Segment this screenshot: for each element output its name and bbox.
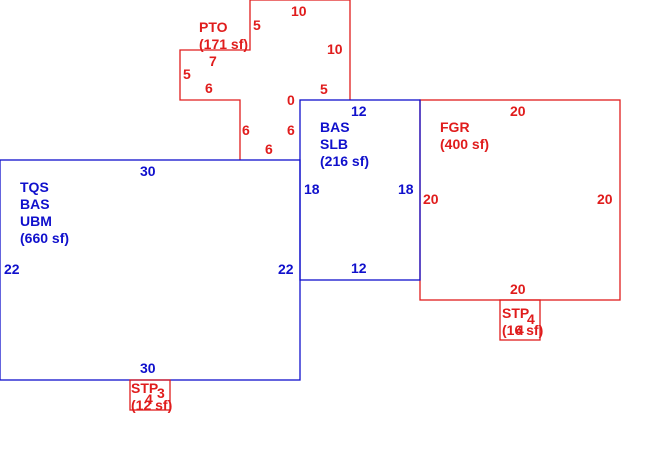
stp-bottom-label-line-1: STP	[131, 380, 158, 396]
pto-label-line-1: PTO	[199, 19, 228, 35]
stp-right-outline	[499, 299, 541, 341]
pto-dim-left-upper: 5	[253, 17, 261, 33]
fgr-dim-right: 20	[597, 191, 613, 207]
pto-dim-step-top: 7	[209, 53, 217, 69]
bas-slb-label-line-3: (216 sf)	[320, 153, 369, 169]
fgr-dim-top: 20	[510, 103, 526, 119]
bas-slb-dim-right: 18	[398, 181, 414, 197]
bas-slb-label-line-1: BAS	[320, 119, 350, 135]
stp-right-label-line-2: (16 sf)	[502, 322, 543, 338]
pto-dim-zero: 0	[287, 92, 295, 108]
pto-dim-left: 5	[183, 66, 191, 82]
stp-bottom-dim-height: 3	[157, 385, 165, 401]
pto-label-line-2: (171 sf)	[199, 36, 248, 52]
stp-right-dim-side: 4	[527, 311, 535, 327]
stp-bottom-label-line-2: (12 sf)	[131, 397, 172, 413]
tqs-label-line-2: BAS	[20, 196, 50, 212]
pto-dim-inner-right: 6	[287, 122, 295, 138]
tqs-label-line-3: UBM	[20, 213, 52, 229]
pto-dim-top: 10	[291, 3, 307, 19]
tqs-dim-right: 22	[278, 261, 294, 277]
tqs-dim-bottom: 30	[140, 360, 156, 376]
bas-slb-label-line-2: SLB	[320, 136, 348, 152]
tqs-dim-left: 22	[4, 261, 20, 277]
fgr-label-line-2: (400 sf)	[440, 136, 489, 152]
bas-slb-dim-left: 18	[304, 181, 320, 197]
fgr-dim-bottom: 20	[510, 281, 526, 297]
stp-right-label-line-1: STP	[502, 305, 529, 321]
pto-dim-step-bottom: 6	[205, 80, 213, 96]
pto-outline	[179, 0, 351, 160]
stp-bottom-dim-width: 4	[145, 391, 153, 407]
tqs-label-line-4: (660 sf)	[20, 230, 69, 246]
fgr-label-line-1: FGR	[440, 119, 470, 135]
bas-slb-dim-bottom: 12	[351, 260, 367, 276]
pto-dim-inner-left: 6	[242, 122, 250, 138]
pto-dim-right-lower: 5	[320, 81, 328, 97]
fgr-dim-left: 20	[423, 191, 439, 207]
bas-slb-dim-top: 12	[351, 103, 367, 119]
pto-dim-right: 10	[327, 41, 343, 57]
stp-bottom-outline	[129, 379, 171, 411]
stp-right-dim-bottom: 4	[516, 322, 524, 338]
tqs-dim-top: 30	[140, 163, 156, 179]
pto-dim-bottom: 6	[265, 141, 273, 157]
tqs-label-line-1: TQS	[20, 179, 49, 195]
